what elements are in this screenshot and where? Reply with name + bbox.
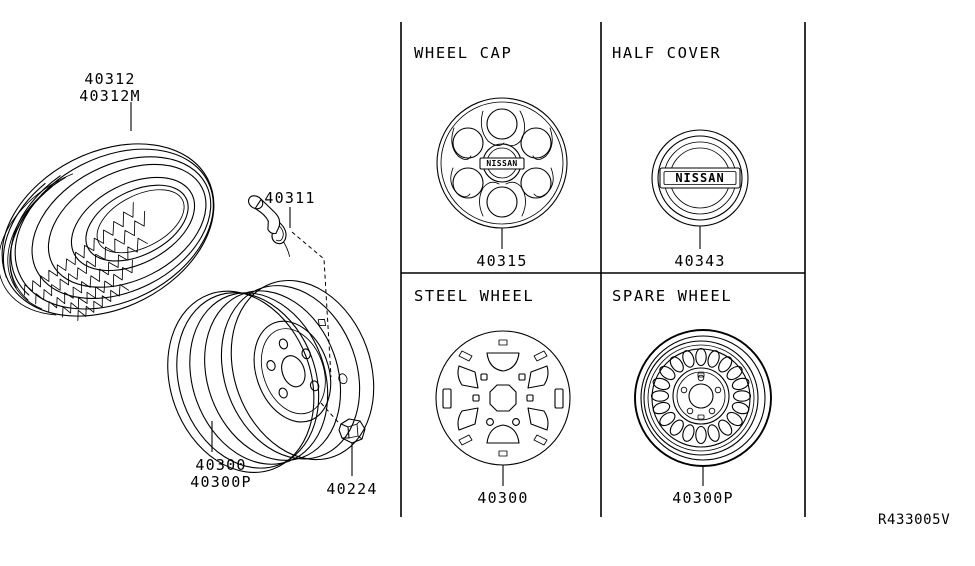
spare-wheel-vent-ring (650, 347, 752, 445)
tire-part-label-1: 40312 (84, 70, 135, 88)
steel-wheel-lug-holes (472, 373, 534, 426)
wheel-cap-window (486, 186, 518, 218)
wheel-cap-window (452, 167, 484, 199)
wheel-cap-window (452, 127, 484, 159)
spare-wheel-disc-edge (651, 348, 751, 448)
road-wheel-part-label-1: 40300 (195, 456, 246, 474)
wheel-nut-dashed-leader (320, 402, 339, 423)
wheel-cap-window (486, 108, 518, 140)
wheel-hub-face-inner (260, 328, 326, 415)
panel-half-cover: HALF COVER NISSAN 40343 (612, 44, 749, 270)
wheel-cap-emblem-text: NISSAN (486, 159, 517, 168)
rim-drop-center-1 (189, 292, 329, 465)
tire-tread-zigzag-5 (77, 284, 130, 321)
tire-tread-zigzag-3 (48, 237, 148, 313)
wheel-cap-outer-rim-inner (440, 101, 564, 225)
tire-bead-seat (70, 176, 196, 272)
valve-part-label: 40311 (264, 189, 315, 207)
wheel-nut-side-edge (356, 423, 359, 437)
spare-wheel-hub-plate (672, 367, 730, 425)
spare-wheel-flange-3 (643, 340, 759, 456)
wheel-hub-face (253, 320, 332, 423)
spare-wheel-outer-flange (634, 329, 772, 467)
spare-wheel-flange-2 (640, 335, 766, 461)
rim-valve-hole (338, 373, 348, 385)
panel-steel-wheel: STEEL WHEEL (414, 287, 571, 507)
rim-outer-flange-front-2 (176, 292, 320, 469)
wheel-nut-body (338, 418, 366, 444)
steel-wheel-center-bore (489, 384, 517, 412)
wheel-cap-part-label: 40315 (476, 252, 527, 270)
wheel-nut-front-face (340, 423, 350, 439)
rim-drop-center-2 (204, 290, 342, 461)
half-cover-emblem-bar (659, 167, 741, 189)
valve-stem-body (254, 198, 281, 235)
valve-base-tail (283, 241, 290, 257)
panel-title-steel-wheel: STEEL WHEEL (414, 287, 534, 305)
wheel-lug-hole (278, 338, 289, 350)
tire-outer-edge-2 (14, 148, 214, 310)
half-cover-part-label: 40343 (674, 252, 725, 270)
wheel-nut-part-label: 40224 (326, 480, 377, 498)
half-cover-ring-2 (657, 135, 743, 221)
valve-base-ring (271, 221, 287, 245)
diagram-reference-code: R433005V (878, 512, 950, 528)
panel-spare-wheel: SPARE WHEEL (612, 287, 772, 507)
spare-wheel-lug-holes (680, 372, 722, 420)
wheel-lug-hole (301, 348, 311, 360)
spare-wheel-center-bore (688, 383, 714, 409)
wheel-lug-hole (266, 360, 276, 371)
tire-tread-zigzag-2 (35, 210, 145, 305)
tire-outer-edge (1, 143, 215, 317)
tire-tread-zigzag-4 (62, 259, 133, 318)
rim-outer-flange-front (167, 290, 315, 474)
tire-assembly: 40312 40312M (0, 70, 215, 321)
valve-tip (247, 195, 264, 210)
steel-wheel-slot-vents (442, 388, 564, 409)
wheel-nut-assembly: 40224 (320, 402, 377, 498)
wheel-cap-window (520, 127, 552, 159)
tire-valve-assembly: 40311 (247, 189, 315, 257)
tire-part-label-2: 40312M (79, 87, 140, 105)
tire-tread-inner-arc (10, 175, 61, 296)
tire-groove-1 (9, 186, 53, 289)
valve-base-ring-inner (275, 225, 284, 242)
panel-title-half-cover: HALF COVER (612, 44, 721, 62)
steel-wheel-small-vents-2 (498, 339, 508, 457)
steel-wheel-hand-vents (486, 352, 520, 444)
tire-tread-zigzag-1 (23, 202, 134, 296)
road-wheel-assembly: 40300 40300P (167, 231, 375, 491)
tire-sidewall-1 (31, 156, 212, 300)
tire-inner-bore-2 (96, 189, 185, 254)
wheel-lug-hole (278, 387, 288, 399)
road-wheel-part-label-2: 40300P (190, 473, 251, 491)
panel-title-spare-wheel: SPARE WHEEL (612, 287, 732, 305)
rim-bead-seat-rear (220, 285, 361, 460)
rim-outer-flange-rear (230, 279, 375, 461)
spare-wheel-bead-seat (647, 344, 755, 452)
spare-wheel-part-label: 40300P (672, 489, 733, 507)
wheel-cap-emblem-bar (479, 157, 525, 170)
steel-wheel-outer-edge (435, 330, 571, 466)
half-cover-emblem-bar-inner (663, 171, 737, 185)
wheel-center-bore (281, 355, 306, 388)
wheel-cap-spoke-details (450, 110, 554, 217)
tire-tread-outer-arc (2, 182, 46, 278)
tire-inner-bore (85, 184, 189, 262)
tire-groove-4 (0, 173, 74, 316)
steel-wheel-vents (457, 365, 549, 431)
half-cover-emblem-text: NISSAN (675, 171, 724, 185)
wheel-cap-window (520, 167, 552, 199)
tire-groove-3 (7, 177, 66, 310)
panel-wheel-cap: WHEEL CAP (414, 44, 568, 270)
spare-wheel-hub-plate-inner (676, 371, 726, 421)
tire-sidewall-2 (47, 163, 207, 288)
rim-weight-notch (317, 319, 327, 327)
steel-wheel-small-vents (458, 350, 548, 446)
panel-title-wheel-cap: WHEEL CAP (414, 44, 512, 62)
wheel-lug-hole (309, 380, 320, 392)
steel-wheel-part-label: 40300 (477, 489, 528, 507)
panel-grid (400, 22, 806, 517)
